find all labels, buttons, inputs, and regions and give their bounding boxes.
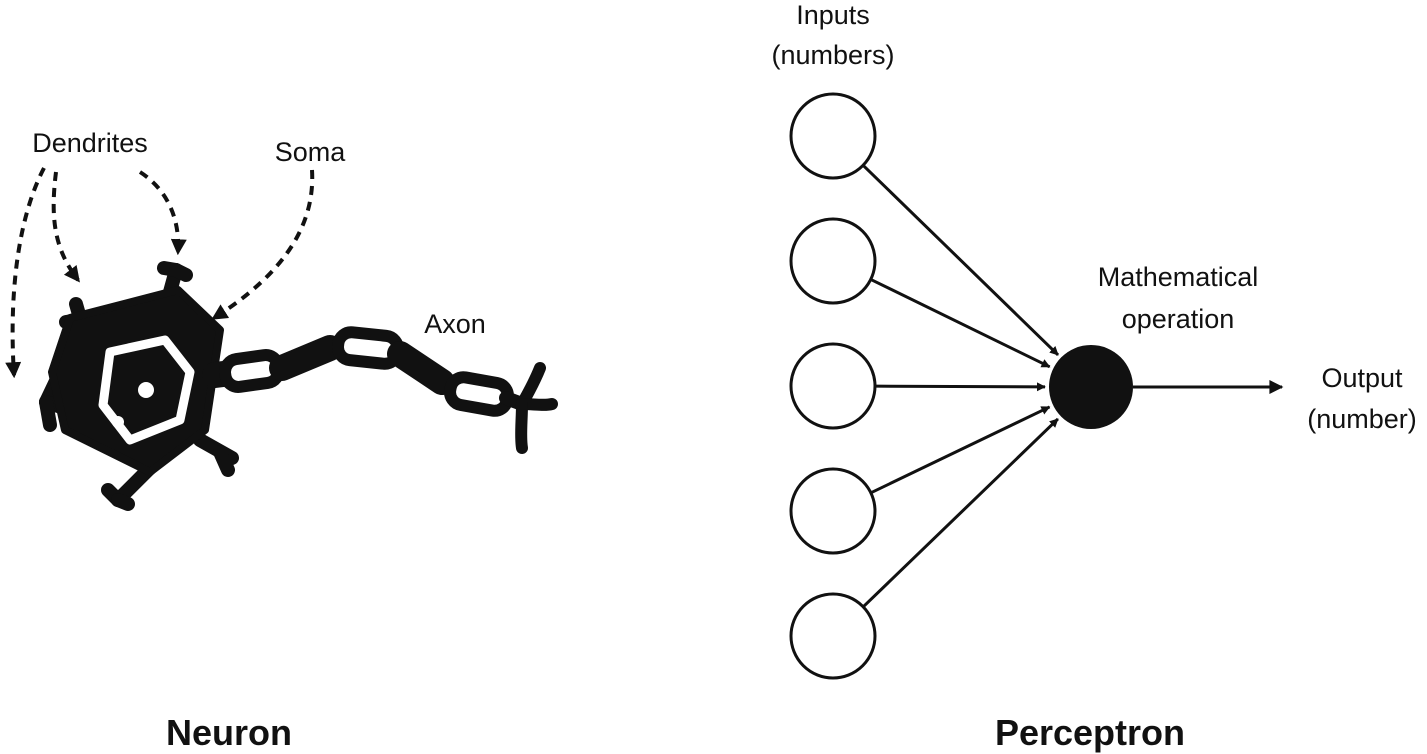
axon-label: Axon: [424, 309, 486, 339]
soma-body: [48, 286, 224, 476]
operation-label-line1: Mathematical: [1098, 262, 1259, 292]
axon-chain: [202, 326, 529, 417]
input-connection-1: [862, 164, 1060, 356]
dendrite-pointer-arrows: [5, 167, 187, 379]
soma-pointer-arrow: [211, 169, 315, 320]
input-node-5: [789, 592, 877, 680]
nucleus-dot-small: [112, 416, 124, 428]
operation-node: [1049, 345, 1133, 429]
soma-inner-ring: [98, 335, 195, 445]
inputs-label-line1: Inputs: [796, 0, 870, 30]
input-connection-5: [862, 417, 1059, 608]
input-node-2: [789, 217, 877, 305]
input-connection-2: [870, 278, 1051, 369]
operation-label-line2: operation: [1122, 304, 1235, 334]
input-connection-4: [870, 405, 1051, 495]
dendrites-label: Dendrites: [32, 128, 148, 158]
output-label-line2: (number): [1307, 404, 1417, 434]
perceptron-diagram: [789, 92, 1284, 680]
input-connection-3: [874, 382, 1046, 392]
nucleus-dot: [138, 382, 154, 398]
inputs-label-line2: (numbers): [771, 40, 894, 70]
soma-label: Soma: [275, 137, 347, 167]
output-label-line1: Output: [1321, 363, 1403, 393]
neuron-title: Neuron: [166, 712, 292, 753]
input-node-4: [789, 467, 877, 555]
input-node-1: [789, 92, 877, 180]
neuron-illustration: [39, 261, 558, 511]
axon-terminals: [515, 362, 558, 454]
perceptron-title: Perceptron: [995, 712, 1185, 753]
input-node-3: [789, 342, 877, 430]
